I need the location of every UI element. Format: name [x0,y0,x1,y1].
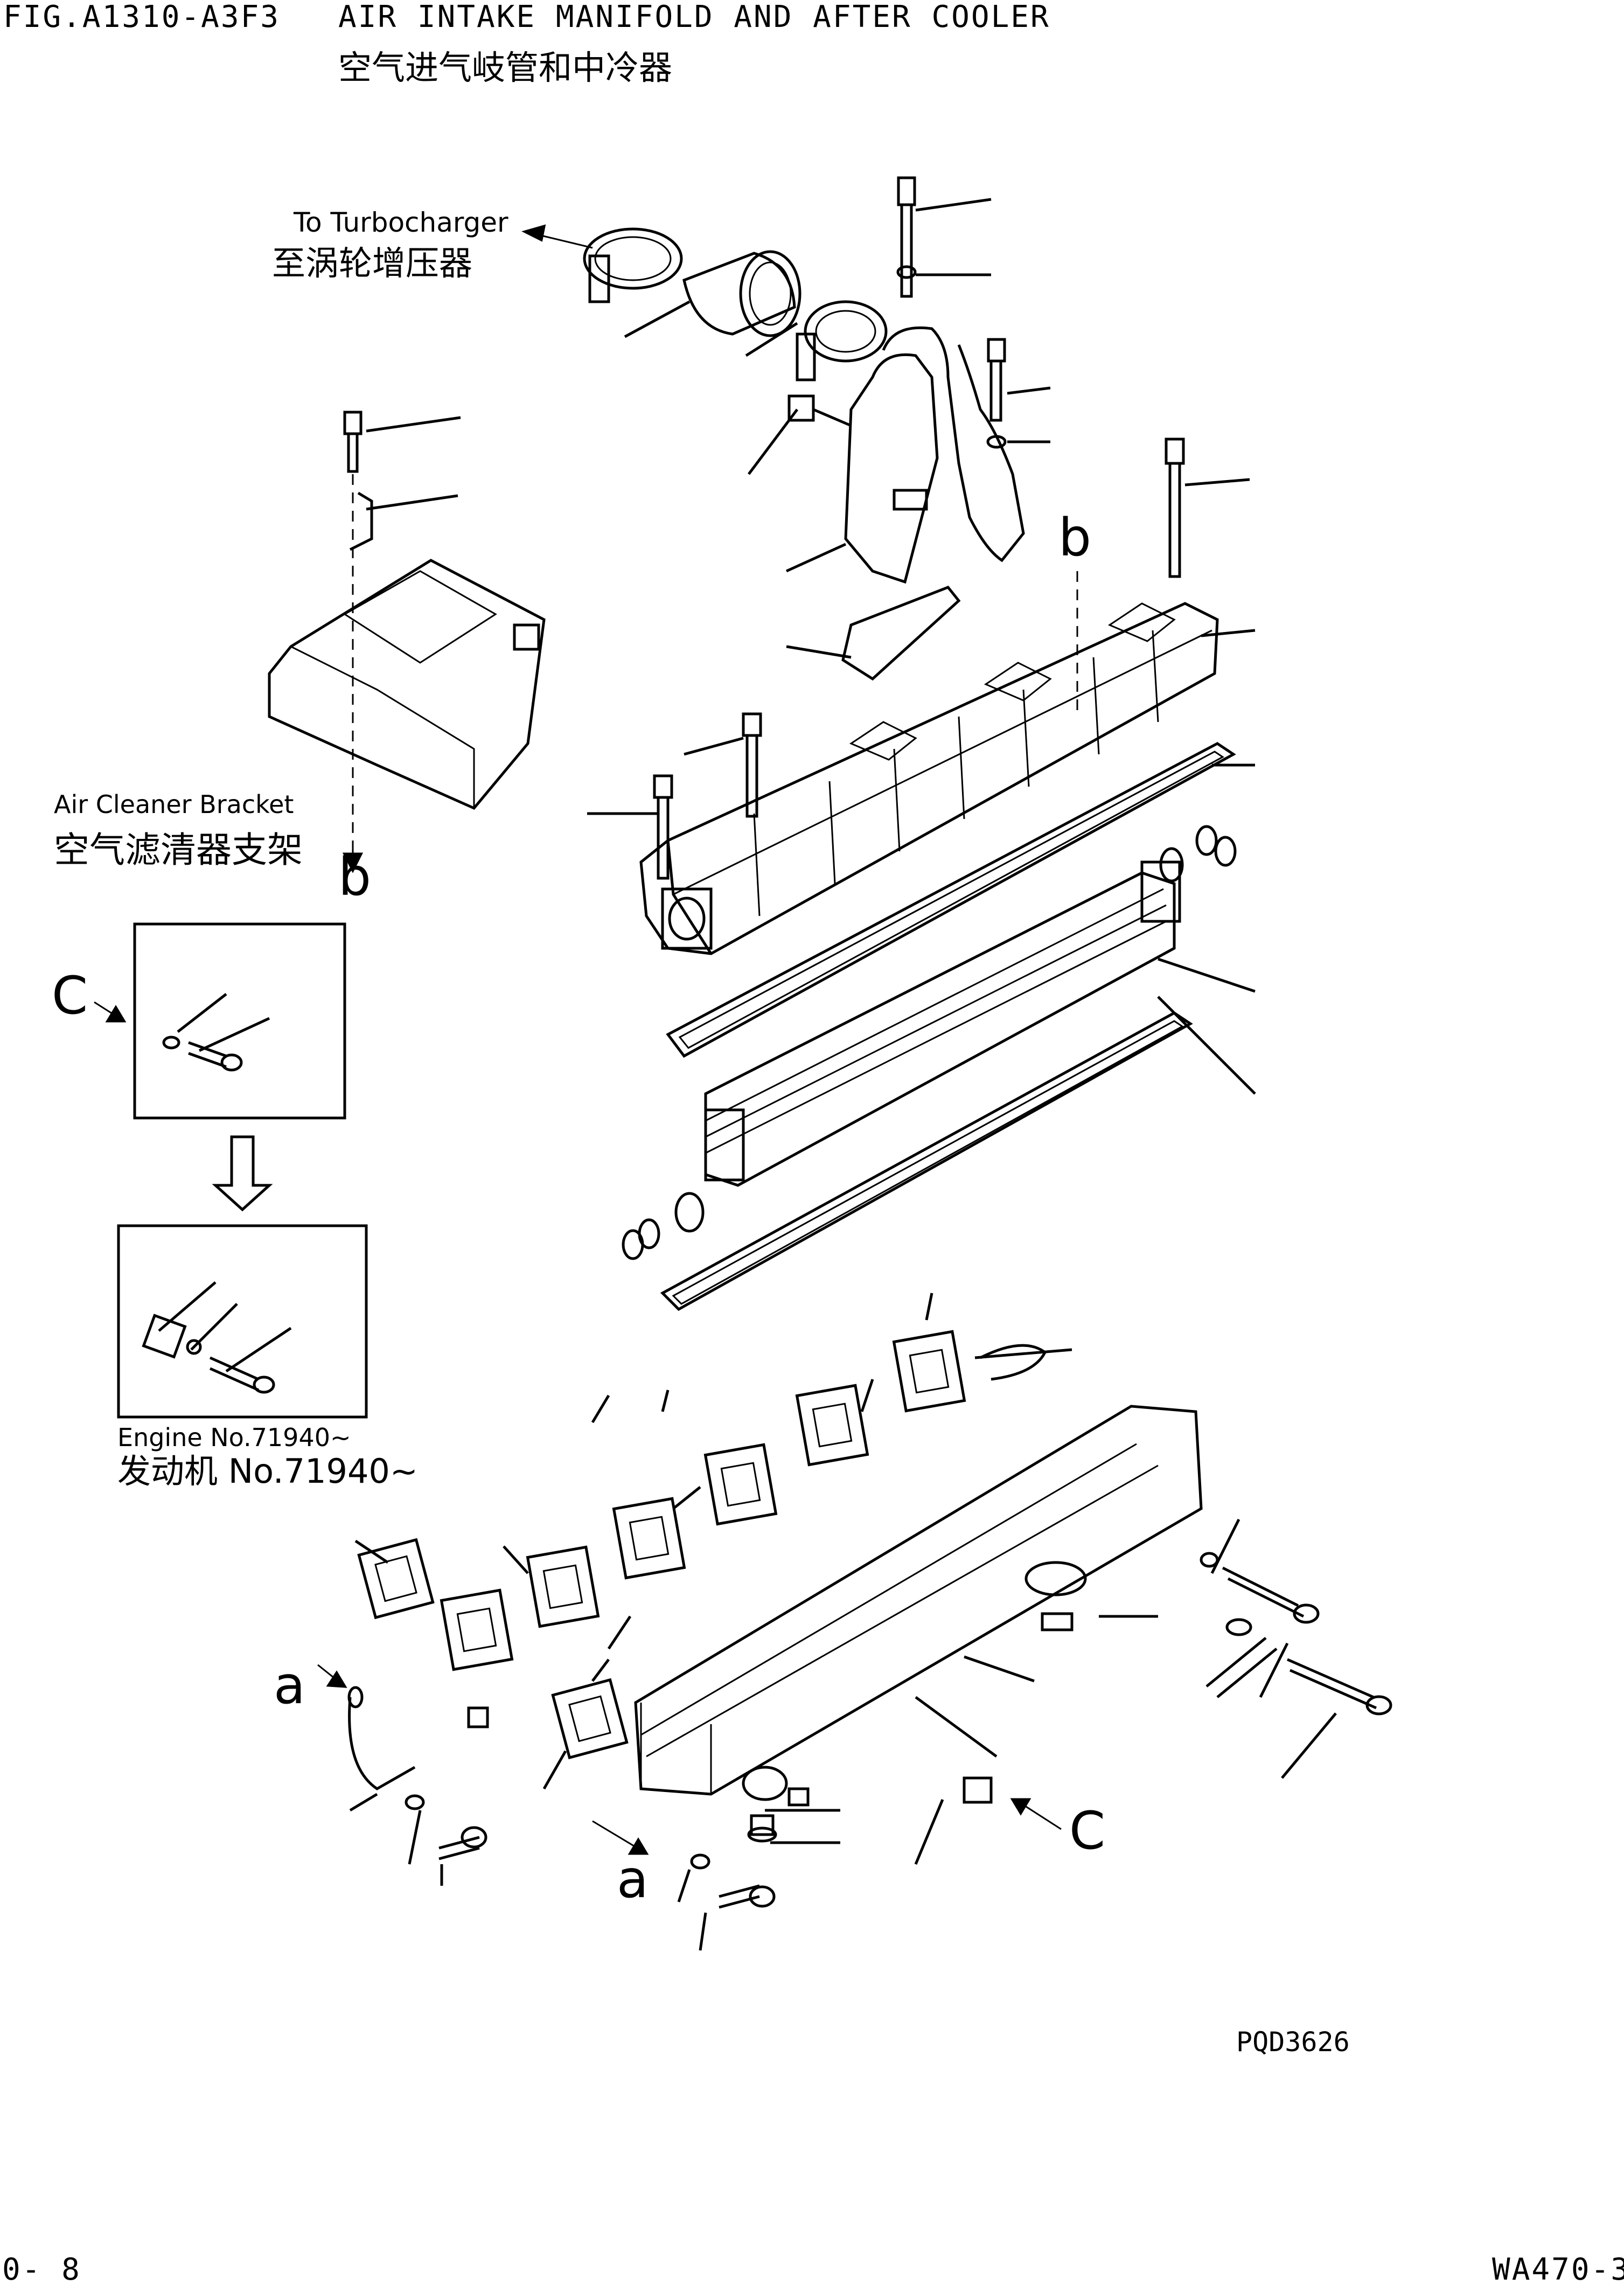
intake-hose [682,250,801,337]
air-cleaner-bracket [268,559,546,810]
bolt-lower-left-1 [405,1794,487,1860]
drawing-number: PQD3626 [1236,2026,1350,2058]
inspection-cover [1041,1612,1074,1631]
leader-lines [158,198,1337,1951]
heater-cover-2 [795,1384,869,1467]
cooler-o-rings-left [622,1192,705,1260]
cooler-gasket [660,1011,1193,1311]
bolt-lower-right-1 [1200,1552,1320,1624]
ref-label-a-left: a [274,1655,305,1715]
to-turbocharger-label-cn: 至涡轮增压器 [272,244,473,283]
engine-no-label-en: Engine No.71940~ [117,1423,351,1452]
bracket-clip [349,491,373,551]
washer-top [896,265,917,279]
bolt-lower-right-2 [1286,1658,1392,1715]
ref-label-b-left: b [338,847,371,907]
manifold-gasket [666,742,1236,1058]
ref-label-b-right: b [1058,508,1091,568]
ref-label-c-lower: C [1069,1801,1106,1861]
drain-plug [747,1814,777,1843]
page-number: 0- 8 [2,2252,81,2287]
to-turbocharger-label-en: To Turbocharger [294,207,508,238]
connector-gasket [841,586,961,681]
cooler-o-rings-right [1195,825,1237,867]
bolt-lower-left-2 [690,1853,776,1909]
air-cleaner-bracket-label-cn: 空气滤清器支架 [54,829,303,871]
bolt-upper-right [987,338,1006,422]
air-cleaner-bracket-label-en: Air Cleaner Bracket [54,790,294,819]
clip-c [963,1776,993,1804]
intake-connector [844,326,1025,584]
ref-label-c-upper: C [52,966,88,1026]
detail-box-engine [117,1224,368,1419]
engine-no-label-cn: 发动机 No.71940~ [117,1451,418,1491]
small-gasket-left [357,1538,435,1620]
heater-cover-4 [612,1497,686,1580]
detail-box-c [133,922,346,1120]
washer-upper-right [986,435,1007,449]
detail-c-bolt [162,1036,243,1072]
down-arrow-icon [212,1135,273,1212]
bolt-bracket [343,411,363,473]
harness-clip-a [347,1686,416,1790]
ref-arrows [94,224,1062,1855]
aftercooler-core [704,847,1184,1187]
long-bolt-top [897,176,916,298]
stud-lower [1205,1618,1278,1698]
bolt-manifold-right [1165,437,1185,578]
heater-cover-6 [440,1588,514,1671]
ref-label-a-lower: a [617,1849,649,1909]
heater-cover-1 [892,1330,966,1413]
figure-title-cn: 空气进气岐管和中冷器 [338,48,673,87]
heater-cover-5 [526,1545,600,1628]
elbow-plug [787,394,852,427]
intake-manifold [639,602,1219,955]
small-plug [467,1706,489,1728]
drain-plug-2 [787,1787,810,1807]
bolt-manifold-left-2 [653,774,673,880]
wire-loop [979,1344,1047,1381]
figure-title-en: AIR INTAKE MANIFOLD AND AFTER COOLER [338,0,1050,34]
small-gasket-lower [551,1678,629,1760]
turbo-clamp-2 [796,300,888,381]
figure-code: FIG.A1310-A3F3 [3,0,281,34]
bolt-manifold-left-1 [742,712,762,818]
turbo-clamp-1 [583,227,683,303]
model-code: WA470-3 [1492,2252,1624,2287]
aftercooler-housing [634,1405,1203,1801]
heater-cover-3 [703,1443,778,1526]
